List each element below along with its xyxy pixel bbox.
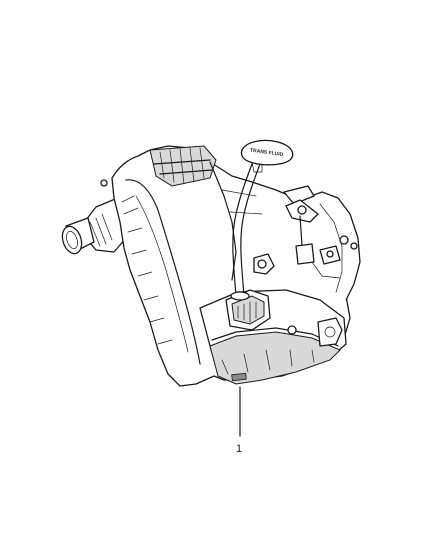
shift-linkage bbox=[283, 185, 341, 279]
callout-number: 1 bbox=[236, 443, 242, 455]
callout-1: 1 bbox=[236, 386, 242, 455]
oil-pan bbox=[199, 289, 347, 385]
dipstick-label: TRANS FLUID bbox=[250, 148, 284, 159]
dipstick-handle: TRANS FLUID bbox=[240, 139, 294, 173]
dipstick-tube bbox=[230, 163, 261, 301]
